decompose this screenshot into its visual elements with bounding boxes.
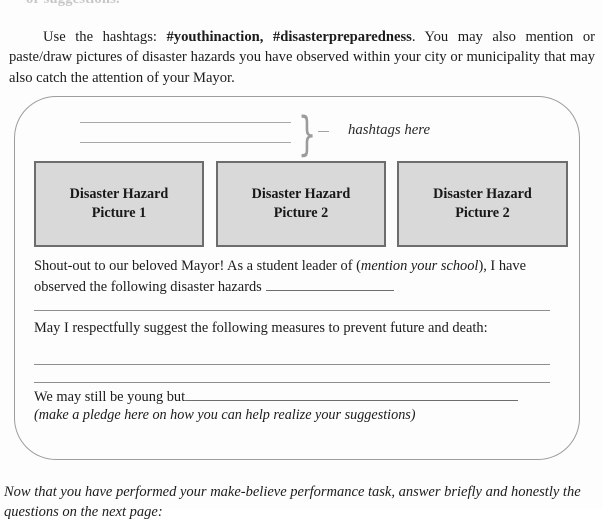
- picture-placeholder-1[interactable]: Disaster Hazard Picture 1: [34, 161, 204, 247]
- shoutout-italic-school: mention your school: [360, 258, 479, 274]
- shoutout-paragraph: Shout-out to our beloved Mayor! As a stu…: [34, 257, 550, 297]
- hazards-answer-blank[interactable]: [265, 277, 394, 291]
- performance-task-form: } hashtags here Disaster Hazard Picture …: [14, 96, 580, 460]
- closing-paragraph: Now that you have performed your make-be…: [4, 483, 581, 520]
- hashtag-blank-line-1[interactable]: [80, 122, 291, 123]
- answer-rule-3[interactable]: [34, 382, 550, 383]
- pledge-instruction-note: (make a pledge here on how you can help …: [34, 407, 416, 423]
- brace-leader-dash: [318, 131, 329, 132]
- picture-placeholder-2[interactable]: Disaster Hazard Picture 2: [216, 161, 386, 247]
- picture-3-line1: Disaster Hazard: [433, 186, 532, 202]
- shoutout-part2: ), I have observed the following disaste…: [34, 258, 526, 295]
- shoutout-part1: Shout-out to our beloved Mayor! As a stu…: [34, 258, 361, 274]
- pledge-line: We may still be young but: [34, 387, 550, 407]
- picture-placeholder-row: Disaster Hazard Picture 1 Disaster Hazar…: [34, 161, 568, 247]
- picture-1-line2: Picture 1: [91, 205, 147, 221]
- intro-lead: Use the hashtags:: [43, 28, 167, 45]
- picture-1-line1: Disaster Hazard: [69, 186, 169, 202]
- intro-paragraph: Use the hashtags: #youthinaction, #disas…: [9, 27, 595, 89]
- cut-off-top-line: or suggestions.: [26, 0, 120, 8]
- hashtags-bold: #youthinaction, #disasterpreparedness: [166, 28, 412, 45]
- picture-2-line1: Disaster Hazard: [251, 186, 351, 202]
- pledge-lead-text: We may still be young but: [34, 389, 186, 405]
- pledge-answer-blank[interactable]: [185, 387, 519, 401]
- curly-brace-icon: }: [298, 107, 317, 161]
- suggest-paragraph: May I respectfully suggest the following…: [34, 320, 488, 336]
- hashtag-blank-line-2[interactable]: [80, 142, 291, 143]
- answer-rule-2[interactable]: [34, 364, 550, 365]
- hashtags-here-label: hashtags here: [348, 122, 431, 138]
- answer-rule-1[interactable]: [34, 310, 550, 311]
- intro-rest: . You may also mention or paste/draw pic…: [9, 28, 595, 86]
- picture-placeholder-3[interactable]: Disaster Hazard Picture 2: [397, 161, 568, 247]
- picture-2-line2: Picture 2: [273, 205, 329, 221]
- picture-3-line2: Picture 2: [455, 205, 510, 221]
- hashtag-entry-zone: } hashtags here: [66, 111, 466, 165]
